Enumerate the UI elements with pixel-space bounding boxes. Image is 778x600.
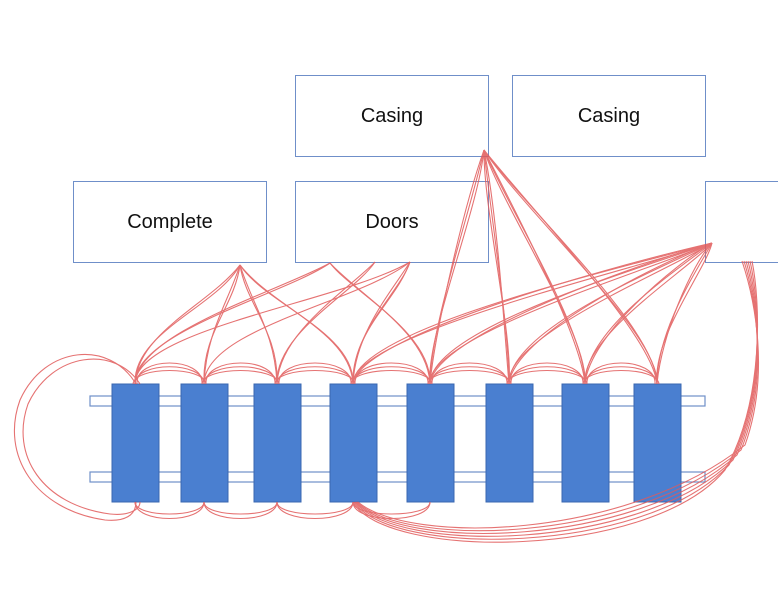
link-49 bbox=[136, 362, 203, 385]
link-21 bbox=[429, 149, 485, 385]
station-1 bbox=[111, 383, 160, 503]
link-15 bbox=[329, 262, 431, 385]
link-28 bbox=[483, 149, 586, 385]
complete-label: Complete bbox=[127, 210, 213, 233]
link-77 bbox=[22, 358, 141, 515]
link-23 bbox=[483, 149, 510, 385]
link-20 bbox=[429, 149, 485, 385]
complete-box: Complete bbox=[73, 181, 267, 263]
link-72 bbox=[276, 501, 354, 515]
link-11 bbox=[276, 261, 376, 385]
link-12 bbox=[276, 261, 376, 385]
casing-label-1: Casing bbox=[360, 104, 424, 127]
right-partial-box bbox=[705, 181, 778, 263]
link-59 bbox=[427, 370, 512, 385]
link-76 bbox=[13, 353, 137, 521]
station-6 bbox=[485, 383, 534, 503]
link-67 bbox=[586, 362, 656, 385]
link-18 bbox=[203, 261, 411, 385]
link-1 bbox=[134, 264, 241, 385]
rail-top bbox=[89, 395, 706, 407]
link-2 bbox=[134, 264, 241, 385]
doors-label: Doors bbox=[365, 210, 419, 233]
casing-label-2: Casing bbox=[577, 104, 641, 127]
link-64 bbox=[510, 362, 584, 385]
station-2 bbox=[180, 383, 229, 503]
link-68 bbox=[134, 501, 205, 515]
link-3 bbox=[203, 264, 241, 385]
link-37 bbox=[429, 242, 713, 385]
station-3 bbox=[253, 383, 302, 503]
casing-box-1: Casing bbox=[295, 75, 489, 157]
link-46 bbox=[656, 242, 713, 385]
link-10 bbox=[134, 262, 331, 385]
link-17 bbox=[134, 261, 411, 385]
link-19 bbox=[352, 261, 411, 385]
rail-bottom bbox=[89, 471, 706, 483]
link-32 bbox=[352, 242, 713, 385]
station-7 bbox=[561, 383, 610, 503]
link-53 bbox=[274, 370, 356, 385]
link-27 bbox=[483, 149, 586, 385]
link-40 bbox=[508, 242, 713, 385]
station-4 bbox=[329, 383, 378, 503]
link-73 bbox=[276, 501, 354, 519]
link-50 bbox=[201, 370, 280, 385]
link-52 bbox=[205, 362, 276, 385]
link-36 bbox=[429, 242, 713, 385]
station-5 bbox=[406, 383, 455, 503]
link-69 bbox=[134, 501, 205, 519]
doors-box: Doors bbox=[295, 181, 489, 263]
casing-box-2: Casing bbox=[512, 75, 706, 157]
link-62 bbox=[506, 370, 588, 385]
station-8 bbox=[633, 383, 682, 503]
link-70 bbox=[203, 501, 278, 515]
link-6 bbox=[239, 264, 278, 385]
link-24 bbox=[483, 149, 510, 385]
stations-group bbox=[111, 383, 682, 503]
link-35 bbox=[429, 242, 713, 385]
link-55 bbox=[278, 362, 352, 385]
rails-group bbox=[89, 395, 706, 483]
link-56 bbox=[350, 370, 433, 385]
link-43 bbox=[584, 242, 713, 385]
link-9 bbox=[134, 262, 331, 385]
link-45 bbox=[656, 242, 713, 385]
link-25 bbox=[483, 149, 510, 385]
link-13 bbox=[352, 261, 411, 385]
link-61 bbox=[431, 362, 508, 385]
link-83 bbox=[357, 260, 759, 529]
link-22 bbox=[429, 149, 485, 385]
link-8 bbox=[239, 264, 354, 385]
links-group bbox=[13, 149, 759, 543]
link-16 bbox=[329, 262, 431, 385]
link-31 bbox=[483, 149, 658, 385]
link-4 bbox=[203, 264, 241, 385]
link-58 bbox=[354, 362, 429, 385]
link-71 bbox=[203, 501, 278, 519]
link-30 bbox=[483, 149, 658, 385]
link-38 bbox=[508, 242, 713, 385]
link-33 bbox=[352, 242, 713, 385]
link-75 bbox=[352, 501, 431, 519]
